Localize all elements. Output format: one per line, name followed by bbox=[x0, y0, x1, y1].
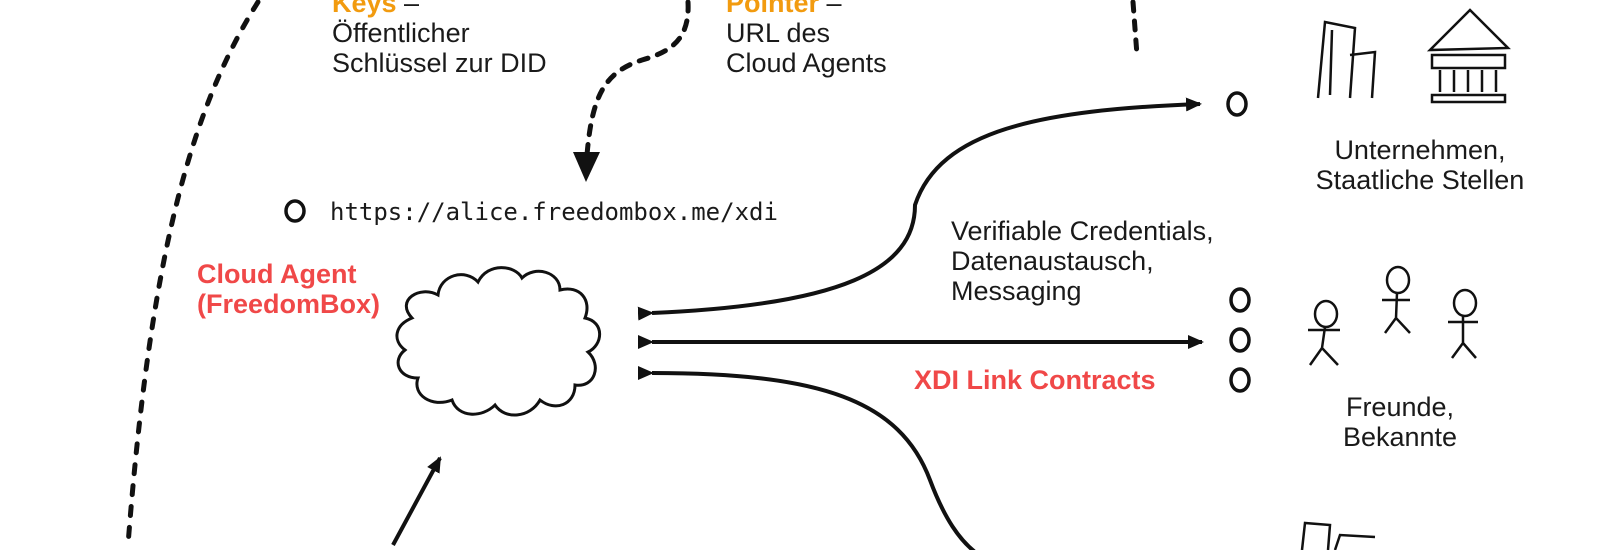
organizations-line2: Staatliche Stellen bbox=[1315, 165, 1525, 195]
friends-line1: Freunde, bbox=[1345, 392, 1455, 422]
buildings-icon bbox=[1316, 20, 1377, 99]
stick-figure-icon bbox=[1448, 288, 1478, 359]
exchange-line3: Messaging bbox=[951, 276, 1082, 306]
arrow-cloud-to-others bbox=[637, 365, 976, 550]
dotted-arc-left bbox=[125, 0, 261, 548]
friends-line2: Bekannte bbox=[1342, 422, 1458, 452]
arrow-to-cloud bbox=[391, 456, 442, 546]
pointer-dash: – bbox=[819, 0, 842, 18]
organizations-line1: Unternehmen, bbox=[1334, 135, 1506, 165]
pointer-line1: URL des bbox=[726, 18, 831, 48]
arrow-cloud-to-organizations bbox=[637, 97, 1202, 321]
dotted-line-top-right bbox=[1130, 0, 1140, 58]
keys-line1: Öffentlicher bbox=[332, 18, 470, 48]
peer-circle-icon bbox=[1226, 91, 1248, 117]
peer-circle-icon bbox=[1229, 367, 1251, 393]
dotted-arrowhead bbox=[573, 152, 600, 182]
dotted-arrow-to-endpoint bbox=[584, 0, 691, 158]
organizations-label: Unternehmen, Staatliche Stellen bbox=[1300, 135, 1540, 195]
cloud-icon bbox=[395, 266, 602, 417]
cloud-agent-label: Cloud Agent (FreedomBox) bbox=[197, 259, 380, 319]
government-building-icon bbox=[1426, 8, 1511, 104]
friends-label: Freunde, Bekannte bbox=[1300, 392, 1500, 452]
pointer-line2: Cloud Agents bbox=[726, 48, 887, 78]
endpoint-url: https://alice.freedombox.me/xdi bbox=[330, 198, 778, 226]
keys-title: Keys bbox=[332, 0, 397, 18]
cloud-agent-line2: (FreedomBox) bbox=[197, 289, 381, 319]
stick-figure-icon bbox=[1382, 265, 1411, 334]
cloud-agent-line1: Cloud Agent bbox=[197, 259, 357, 289]
exchange-line2: Datenaustausch, bbox=[951, 246, 1154, 276]
pointer-note: Pointer – URL des Cloud Agents bbox=[726, 0, 887, 78]
exchange-line1: Verifiable Credentials, bbox=[951, 216, 1214, 246]
link-contracts-label: XDI Link Contracts bbox=[914, 365, 1156, 395]
keys-dash: – bbox=[396, 0, 420, 18]
peer-circle-icon bbox=[1229, 287, 1251, 313]
peer-circle-icon bbox=[1229, 327, 1251, 353]
keys-note: Keys – Öffentlicher Schlüssel zur DID bbox=[332, 0, 547, 78]
keys-line2: Schlüssel zur DID bbox=[332, 48, 547, 78]
pointer-title: Pointer bbox=[726, 0, 820, 18]
buildings-icon bbox=[1300, 521, 1376, 550]
endpoint-circle bbox=[284, 199, 306, 223]
exchange-label: Verifiable Credentials, Datenaustausch, … bbox=[951, 216, 1214, 306]
stick-figure-icon bbox=[1308, 299, 1340, 366]
